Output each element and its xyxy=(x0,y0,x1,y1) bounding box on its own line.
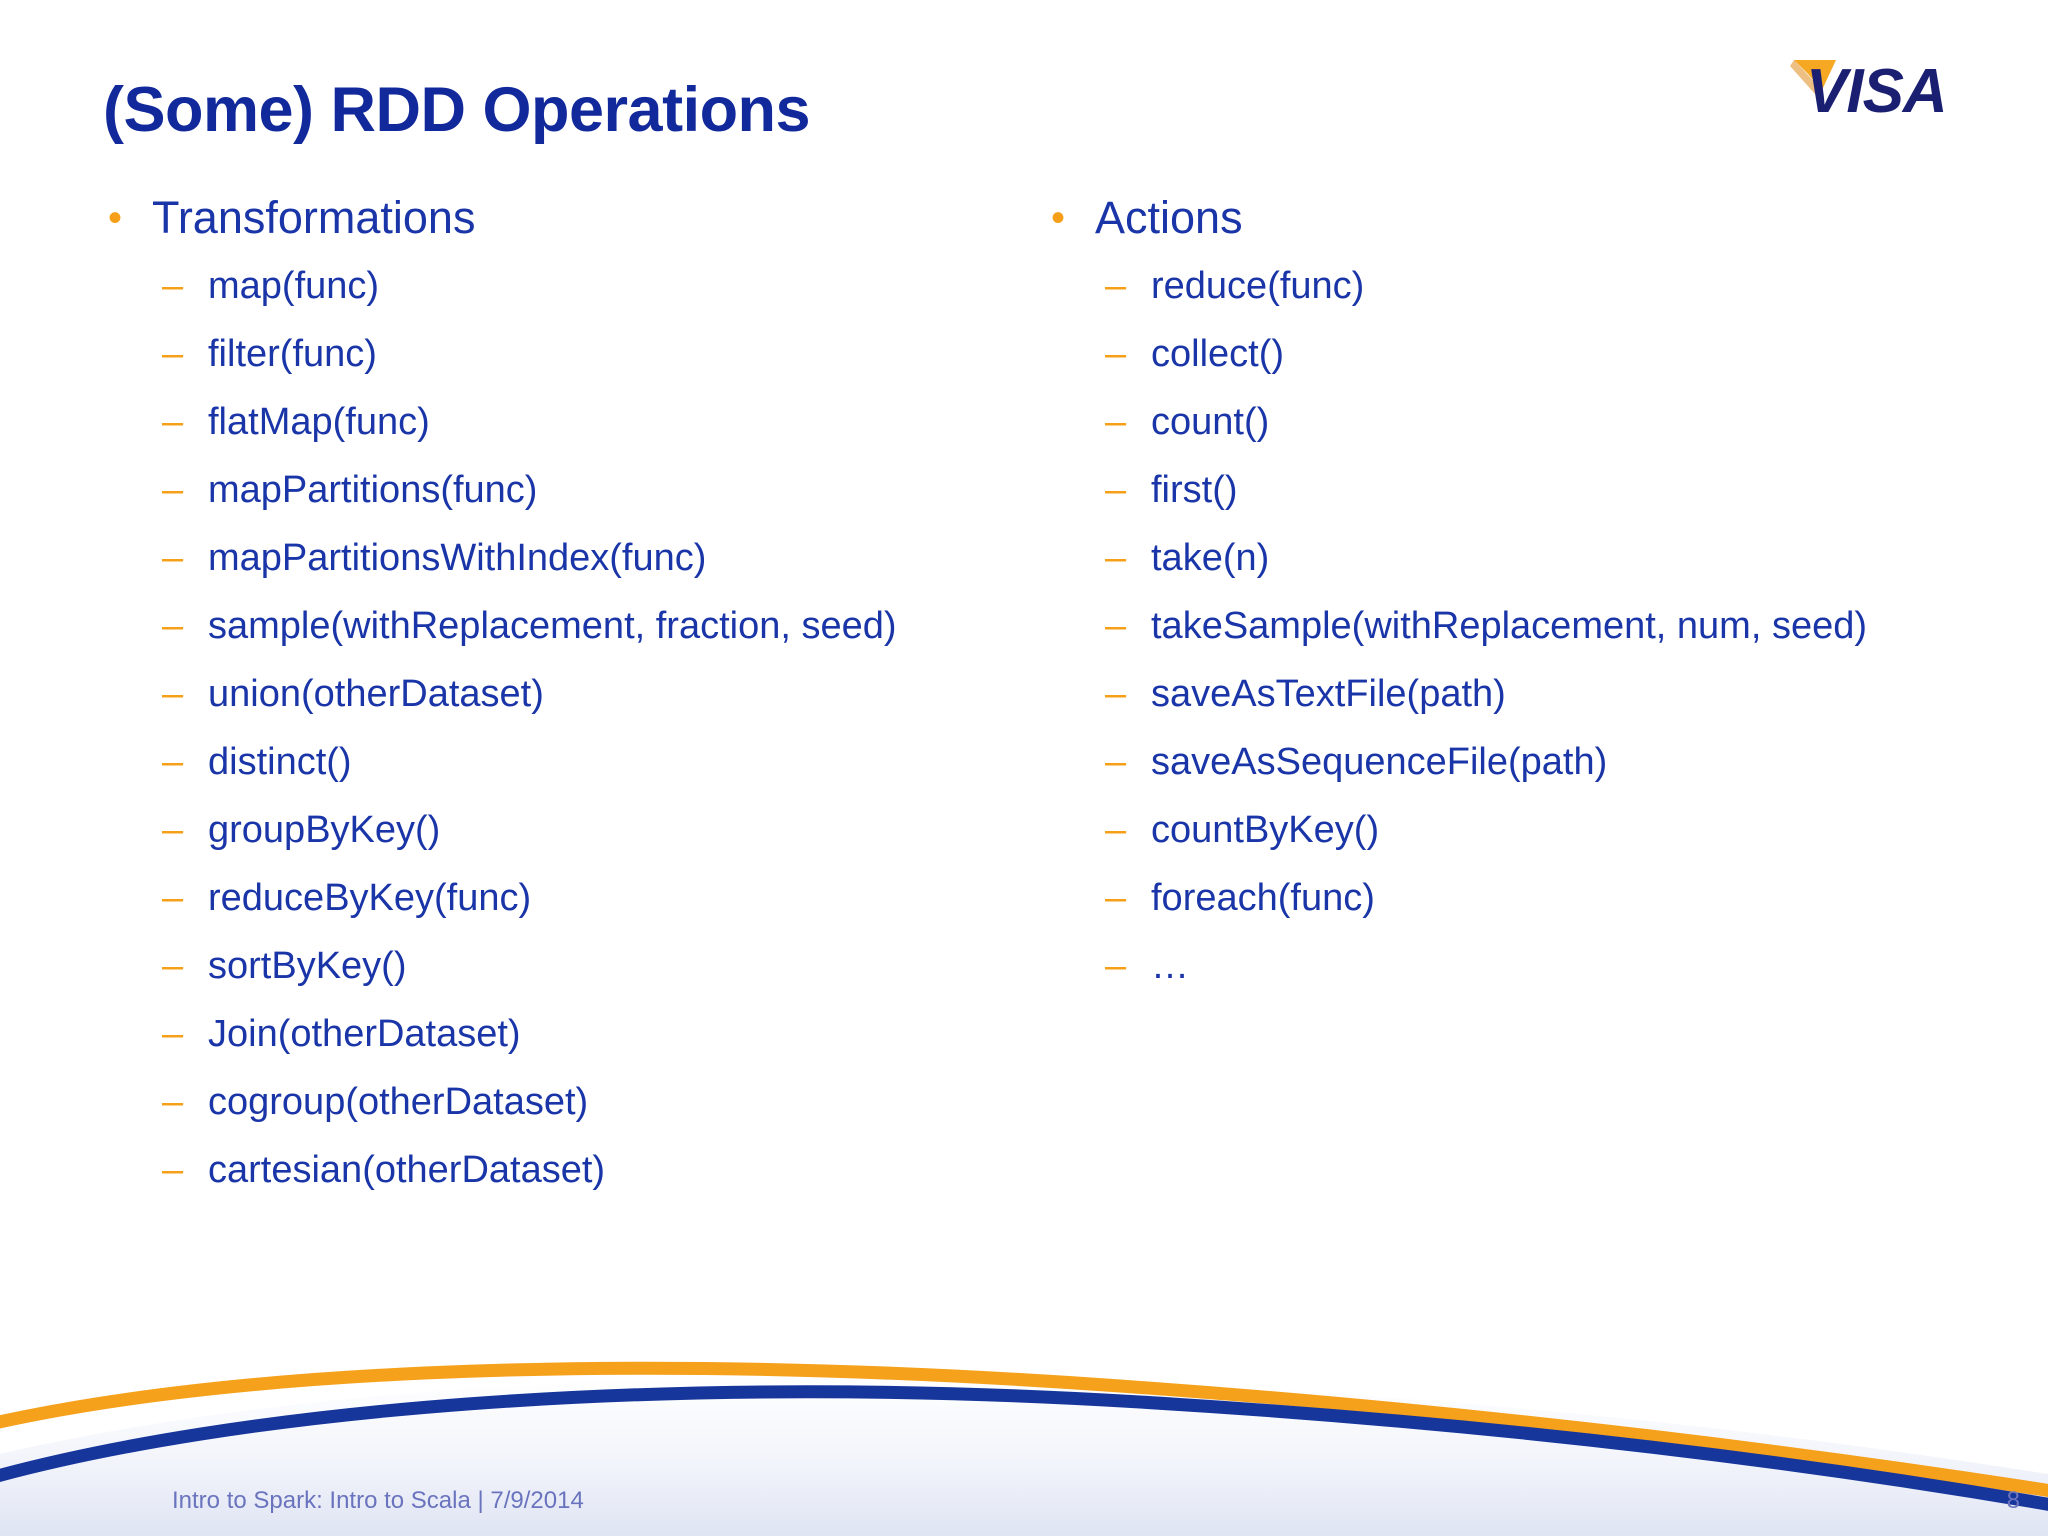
dash-icon: – xyxy=(162,673,184,715)
list-item: – take(n) xyxy=(1103,532,2003,584)
list-item-label: saveAsTextFile(path) xyxy=(1151,673,1506,715)
list-item-label: first() xyxy=(1151,469,1238,511)
list-item-label: union(otherDataset) xyxy=(208,673,544,715)
list-item-label: sortByKey() xyxy=(208,945,407,987)
list-item: – Join(otherDataset) xyxy=(160,1008,1030,1060)
column-heading-transformations: Transformations xyxy=(152,192,476,243)
dash-icon: – xyxy=(1105,945,1127,987)
list-item: – distinct() xyxy=(160,736,1030,788)
column-heading-actions: Actions xyxy=(1095,192,1243,243)
list-item-heading: • Actions xyxy=(1043,190,2003,246)
footer-caption: Intro to Spark: Intro to Scala | 7/9/201… xyxy=(172,1487,584,1514)
list-item: – sortByKey() xyxy=(160,940,1030,992)
list-item-label: mapPartitions(func) xyxy=(208,469,538,511)
dash-icon: – xyxy=(162,605,184,647)
list-item-label: flatMap(func) xyxy=(208,401,430,443)
bullet-dot-icon: • xyxy=(1051,196,1066,240)
list-item-label: reduceByKey(func) xyxy=(208,877,532,919)
list-item: – map(func) xyxy=(160,260,1030,312)
list-item: – flatMap(func) xyxy=(160,396,1030,448)
list-item-label: saveAsSequenceFile(path) xyxy=(1151,741,1608,783)
list-item: – cartesian(otherDataset) xyxy=(160,1144,1030,1196)
list-item: – takeSample(withReplacement, num, seed) xyxy=(1103,600,2003,652)
dash-icon: – xyxy=(162,741,184,783)
list-item-label: sample(withReplacement, fraction, seed) xyxy=(208,605,897,647)
dash-icon: – xyxy=(1105,265,1127,307)
list-item-label: Join(otherDataset) xyxy=(208,1013,521,1055)
list-item-label: collect() xyxy=(1151,333,1285,375)
dash-icon: – xyxy=(162,945,184,987)
list-item: – union(otherDataset) xyxy=(160,668,1030,720)
list-item: – saveAsTextFile(path) xyxy=(1103,668,2003,720)
dash-icon: – xyxy=(162,1013,184,1055)
dash-icon: – xyxy=(162,401,184,443)
list-item-label: take(n) xyxy=(1151,537,1270,579)
list-item-label: cogroup(otherDataset) xyxy=(208,1081,589,1123)
list-item: – cogroup(otherDataset) xyxy=(160,1076,1030,1128)
list-item-label: foreach(func) xyxy=(1151,877,1375,919)
column-transformations: • Transformations – map(func) – filter(f… xyxy=(100,190,1030,1212)
dash-icon: – xyxy=(162,469,184,511)
dash-icon: – xyxy=(1105,741,1127,783)
list-item-label: cartesian(otherDataset) xyxy=(208,1149,606,1191)
list-item-label: filter(func) xyxy=(208,333,377,375)
dash-icon: – xyxy=(162,537,184,579)
actions-list: – reduce(func) – collect() – count() – f… xyxy=(1103,260,2003,992)
dash-icon: – xyxy=(1105,809,1127,851)
dash-icon: – xyxy=(1105,673,1127,715)
list-item: – reduceByKey(func) xyxy=(160,872,1030,924)
visa-logo: VISA xyxy=(1782,38,2020,126)
list-item: – count() xyxy=(1103,396,2003,448)
dash-icon: – xyxy=(1105,537,1127,579)
list-item-label: countByKey() xyxy=(1151,809,1380,851)
list-item: – countByKey() xyxy=(1103,804,2003,856)
bullet-dot-icon: • xyxy=(108,196,123,240)
dash-icon: – xyxy=(1105,401,1127,443)
list-item-label: count() xyxy=(1151,401,1270,443)
list-item-heading: • Transformations xyxy=(100,190,1030,246)
svg-text:VISA: VISA xyxy=(1806,57,1947,124)
list-item-label: reduce(func) xyxy=(1151,265,1365,307)
list-item: – mapPartitions(func) xyxy=(160,464,1030,516)
list-item: – filter(func) xyxy=(160,328,1030,380)
list-item: – … xyxy=(1103,940,2003,992)
dash-icon: – xyxy=(162,333,184,375)
list-item: – groupByKey() xyxy=(160,804,1030,856)
dash-icon: – xyxy=(1105,333,1127,375)
dash-icon: – xyxy=(162,1149,184,1191)
list-item-label: groupByKey() xyxy=(208,809,441,851)
dash-icon: – xyxy=(162,877,184,919)
list-item-label: map(func) xyxy=(208,265,380,307)
list-item-label: … xyxy=(1151,945,1189,987)
page-number: 8 xyxy=(2006,1487,2020,1514)
list-item-label: takeSample(withReplacement, num, seed) xyxy=(1151,605,1868,647)
list-item: – mapPartitionsWithIndex(func) xyxy=(160,532,1030,584)
list-item: – foreach(func) xyxy=(1103,872,2003,924)
list-item: – collect() xyxy=(1103,328,2003,380)
dash-icon: – xyxy=(162,265,184,307)
list-item: – saveAsSequenceFile(path) xyxy=(1103,736,2003,788)
list-item-label: distinct() xyxy=(208,741,352,783)
dash-icon: – xyxy=(162,1081,184,1123)
dash-icon: – xyxy=(162,809,184,851)
dash-icon: – xyxy=(1105,469,1127,511)
page-title: (Some) RDD Operations xyxy=(103,75,811,145)
transformations-list: – map(func) – filter(func) – flatMap(fun… xyxy=(160,260,1030,1196)
column-actions: • Actions – reduce(func) – collect() – c… xyxy=(1043,190,2003,1008)
list-item: – first() xyxy=(1103,464,2003,516)
list-item-label: mapPartitionsWithIndex(func) xyxy=(208,537,707,579)
list-item: – sample(withReplacement, fraction, seed… xyxy=(160,600,1030,652)
dash-icon: – xyxy=(1105,605,1127,647)
dash-icon: – xyxy=(1105,877,1127,919)
list-item: – reduce(func) xyxy=(1103,260,2003,312)
